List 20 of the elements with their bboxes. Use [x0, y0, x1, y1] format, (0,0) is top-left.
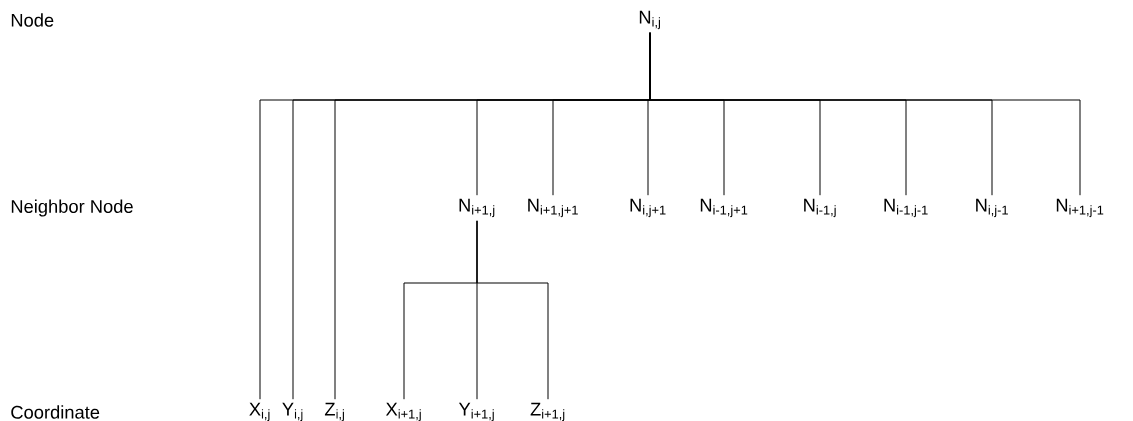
node-label: N$_{i,j}$ [639, 10, 660, 30]
row-label: Coordinate [11, 405, 100, 419]
node-label: Z$_{i+1,j}$ [530, 402, 565, 421]
row-label: Node [11, 13, 54, 27]
connector-line [649, 32, 1081, 196]
node-label: N$_{i+1,j-1}$ [1056, 198, 1104, 218]
node-label: N$_{i-1,j+1}$ [700, 198, 748, 218]
node-label: N$_{i,j-1}$ [976, 198, 1008, 218]
node-label: Y$_{i,j}$ [282, 402, 303, 421]
node-label: X$_{i+1,j}$ [385, 402, 421, 421]
node-label: N$_{i+1,j}$ [459, 198, 495, 218]
node-label: N$_{i+1,j+1}$ [528, 198, 578, 218]
node-label: N$_{i-1,j}$ [804, 198, 836, 218]
node-label: N$_{i,j+1}$ [630, 198, 666, 218]
node-label: N$_{i-1,j-1}$ [884, 198, 928, 218]
node-label: X$_{i,j}$ [249, 402, 270, 421]
node-label: Y$_{i+1,j}$ [458, 402, 494, 421]
row-label: Neighbor Node [11, 199, 133, 217]
connector-line [476, 220, 549, 400]
node-label: Z$_{i,j}$ [324, 402, 344, 421]
